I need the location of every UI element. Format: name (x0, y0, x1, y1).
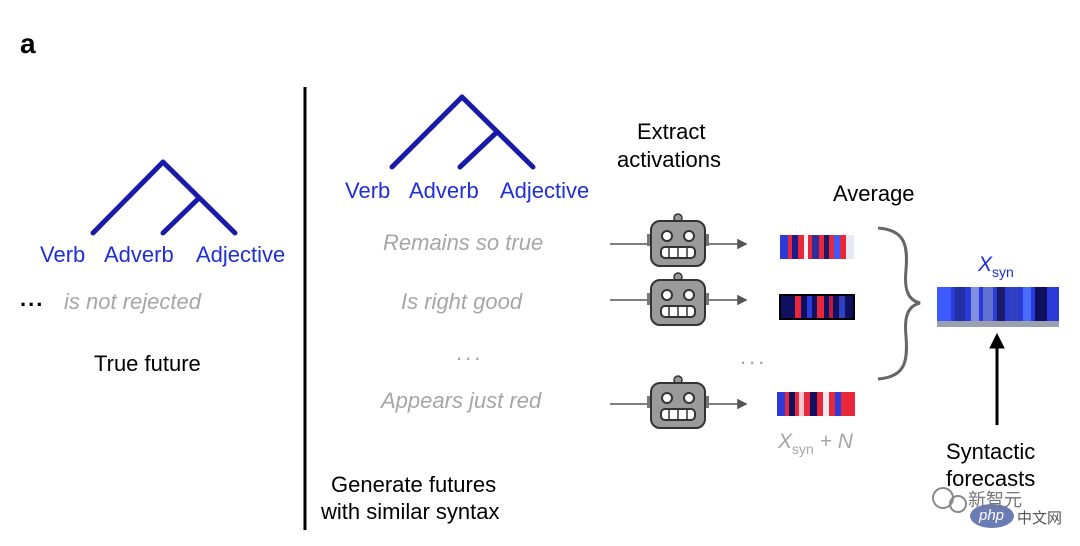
activation-bar-1 (780, 235, 854, 259)
watermark-logo-icon (932, 487, 967, 513)
panel-label: a (20, 28, 36, 59)
noise-label: Xsyn + N (778, 430, 853, 457)
xsyn-bar (937, 287, 1059, 327)
arrows (610, 238, 748, 410)
left-syntax-tree (90, 159, 238, 236)
right-pos-adjective: Adjective (500, 178, 590, 203)
activation-bar-3 (777, 392, 855, 416)
average-label: Average (833, 181, 915, 206)
future-ellipsis: ... (456, 340, 484, 365)
xsyn-sub: syn (992, 264, 1014, 280)
left-pos-adjective: Adjective (196, 242, 286, 267)
noise-suffix: + N (819, 430, 853, 453)
right-caption-line2: with similar syntax (321, 499, 500, 524)
robot-icon-2 (647, 272, 709, 326)
left-pos-adverb: Adverb (104, 242, 174, 267)
forecast-arrow (989, 332, 1005, 425)
xsyn-label: Xsyn (978, 253, 1014, 280)
future-2: Is right good (401, 289, 523, 314)
watermark-site: 中文网 (1017, 510, 1063, 527)
noise-x: X (778, 430, 793, 453)
robot-icon-1 (647, 213, 709, 267)
robot-icon-3 (647, 375, 709, 429)
left-continuation: is not rejected (64, 289, 201, 314)
future-1: Remains so true (383, 230, 544, 255)
activation-bar-2 (779, 294, 855, 320)
left-ellipsis: ... (20, 286, 45, 311)
forecast-label-line2: forecasts (946, 466, 1036, 491)
right-syntax-tree (389, 94, 536, 170)
extract-label-line2: activations (617, 147, 721, 172)
left-pos-verb: Verb (40, 242, 86, 267)
watermark-php: php (979, 507, 1005, 524)
future-3: Appears just red (381, 388, 542, 413)
xsyn-x: X (978, 253, 993, 276)
middle-ellipsis: ... (740, 344, 768, 369)
watermark-brand: 新智元 (968, 490, 1022, 510)
left-caption: True future (94, 351, 201, 376)
noise-sub: syn (792, 441, 814, 457)
average-brace (877, 226, 921, 381)
forecast-label-line1: Syntactic (946, 439, 1036, 464)
extract-label-line1: Extract (637, 119, 706, 144)
php-badge (970, 504, 1014, 528)
right-pos-adverb: Adverb (409, 178, 479, 203)
right-pos-verb: Verb (345, 178, 391, 203)
right-caption-line1: Generate futures (331, 472, 497, 497)
